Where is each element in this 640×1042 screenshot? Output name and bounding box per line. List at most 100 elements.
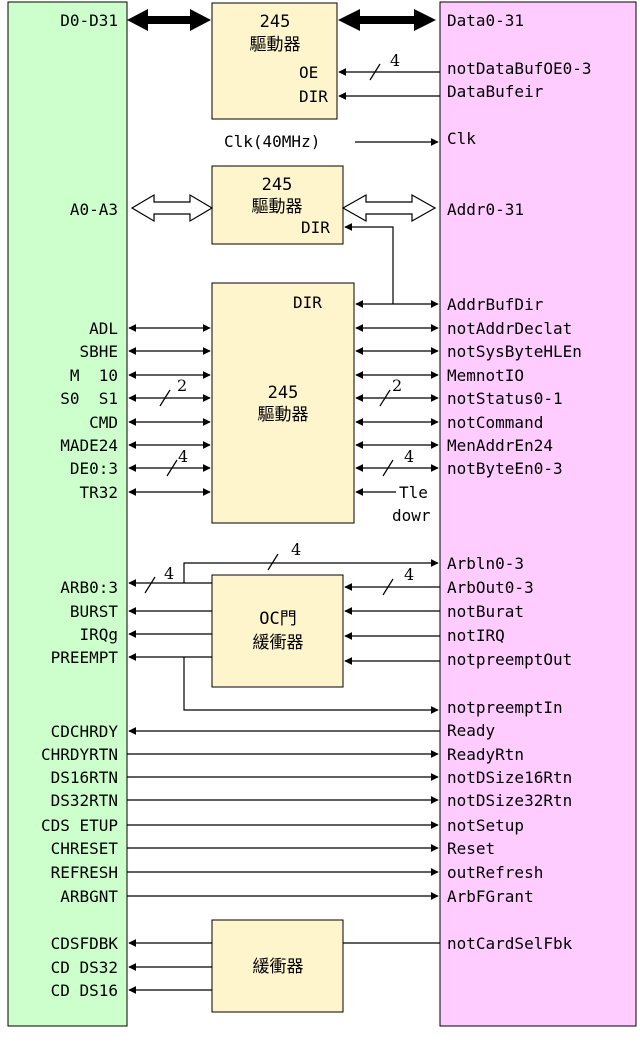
- arb-left-width-label: 4: [164, 564, 174, 583]
- right-signal-label: Data0-31: [447, 11, 524, 30]
- data-buffer-dir-label: DIR: [299, 87, 328, 106]
- data-bus-arrow-left: [127, 9, 211, 31]
- right-signal-label: MemnotIO: [447, 366, 524, 385]
- addr-buffer-block: [211, 165, 344, 245]
- data-bus-arrow-right: [338, 9, 436, 31]
- right-panel: [439, 1, 637, 1027]
- notpreemptin-line: [183, 657, 439, 714]
- data-buffer-block: [211, 2, 338, 120]
- left-signal-label: DS32RTN: [51, 791, 118, 810]
- right-signal-label: notSysByteHLEn: [447, 342, 582, 361]
- left-signal-label: CHRDYRTN: [41, 745, 118, 764]
- arb-out-width-slash: [382, 578, 394, 596]
- left-signal-label: CDSFDBK: [51, 934, 119, 953]
- right-signal-label: Tle: [399, 483, 428, 502]
- left-signal-label: REFRESH: [51, 863, 118, 882]
- arb-in-line: [183, 559, 439, 583]
- card-buffer-block: [211, 919, 344, 1013]
- left-signal-label: IRQg: [79, 625, 118, 644]
- left-signal-label: ADL: [89, 319, 118, 338]
- right-signal-label: ArbFGrant: [447, 887, 534, 906]
- addr-buffer-bottom-label: 驅動器: [252, 197, 303, 217]
- left-signal-label: CD DS32: [51, 958, 118, 977]
- left-panel: [7, 1, 128, 1027]
- card-buffer-label: 緩衝器: [253, 957, 304, 977]
- ctrl-left-links: [128, 324, 211, 496]
- right-signal-label: notpreemptIn: [447, 698, 563, 717]
- byteen-width-label: 4: [404, 447, 414, 466]
- de-width-slash: [166, 459, 178, 477]
- ctrl-right-links: [355, 300, 439, 472]
- left-signal-label: TR32: [79, 483, 118, 502]
- right-signal-label: notDSize32Rtn: [447, 791, 572, 810]
- left-signal-label: DS16RTN: [51, 768, 118, 787]
- arb-out-width-label: 4: [404, 565, 414, 584]
- left-signal-label: SBHE: [79, 342, 118, 361]
- arb-in-width-slash: [267, 553, 279, 571]
- left-signal-label: S0 S1: [60, 389, 118, 408]
- left-signal-label: D0-D31: [60, 11, 118, 30]
- right-signal-label: Ready: [447, 721, 496, 740]
- left-signal-label: DE0:3: [70, 459, 118, 478]
- right-signal-label: notByteEn0-3: [447, 459, 563, 478]
- data-buffer-top-label: 245: [260, 12, 291, 32]
- left-signal-label: MADE24: [60, 436, 118, 455]
- right-signal-label: notBurat: [447, 602, 524, 621]
- right-signal-label: notpreemptOut: [447, 650, 572, 669]
- addr-dir-feedback: [344, 223, 394, 304]
- through-links: [127, 727, 440, 900]
- left-signal-label: CMD: [89, 413, 118, 432]
- ctrl-buffer-top-label: 245: [268, 383, 299, 403]
- right-signal-label: notStatus0-1: [447, 389, 563, 408]
- ctrl-buffer-dir-label: DIR: [293, 293, 322, 312]
- left-signal-label: A0-A3: [70, 200, 118, 219]
- data-buffer-oe-label: OE: [299, 63, 318, 82]
- right-signal-label: ReadyRtn: [447, 745, 524, 764]
- oe-width-slash: [369, 63, 381, 81]
- oe-width-label: 4: [390, 51, 400, 70]
- left-signal-labels: D0-D31 A0-A3 ADL SBHE M 10 S0 S1 CMD MAD…: [41, 11, 118, 1000]
- left-signal-label: M 10: [70, 366, 118, 385]
- arb-left-width-slash: [144, 576, 156, 594]
- status-width-label: 2: [392, 376, 402, 395]
- addr-bus-arrow-left: [130, 193, 214, 223]
- right-signal-label: Reset: [447, 839, 495, 858]
- left-signal-label: CHRESET: [51, 839, 119, 858]
- right-signal-label: AddrBufDir: [447, 295, 544, 314]
- right-signal-label: dowr: [392, 506, 431, 525]
- ctrl-buffer-bottom-label: 驅動器: [258, 405, 309, 425]
- left-signal-label: CDS ETUP: [41, 816, 118, 835]
- s0s1-width-label: 2: [177, 376, 187, 395]
- right-signal-label: MenAddrEn24: [447, 436, 553, 455]
- data-buffer-bottom-label: 驅動器: [250, 35, 301, 55]
- oc-buffer-block: [211, 574, 344, 688]
- oc-buffer-top-label: OC門: [259, 609, 296, 629]
- addr-bus-arrow-right: [341, 193, 437, 223]
- left-signal-label: BURST: [70, 602, 119, 621]
- clock-label: Clk(40MHz): [224, 132, 320, 151]
- arb-in-width-label: 4: [291, 540, 301, 559]
- right-signal-label: notCommand: [447, 413, 543, 432]
- byteen-width-slash: [382, 459, 394, 477]
- ctrl-buffer-block: [211, 282, 355, 524]
- oc-buffer-bottom-label: 緩衝器: [253, 633, 304, 653]
- s0s1-width-slash: [159, 389, 171, 407]
- status-width-slash: [379, 389, 391, 407]
- right-signal-label: ArbOut0-3: [447, 578, 534, 597]
- right-signal-label: DataBufeir: [447, 82, 544, 101]
- right-signal-label: notCardSelFbk: [447, 934, 573, 953]
- right-signal-labels: Data0-31 notDataBufOE0-3 DataBufeir Clk …: [392, 11, 592, 953]
- de-width-label: 4: [178, 447, 188, 466]
- left-signal-label: ARB0:3: [60, 578, 118, 597]
- right-signal-label: notDataBufOE0-3: [447, 59, 592, 78]
- right-signal-label: notSetup: [447, 816, 524, 835]
- right-signal-label: outRefresh: [447, 863, 543, 882]
- right-signal-label: Arbln0-3: [447, 554, 524, 573]
- addr-buffer-top-label: 245: [262, 175, 293, 195]
- right-signal-label: notIRQ: [447, 626, 505, 645]
- left-signal-label: PREEMPT: [51, 648, 119, 667]
- right-signal-label: notDSize16Rtn: [447, 768, 572, 787]
- right-signal-label: Addr0-31: [447, 200, 524, 219]
- addr-buffer-dir-label: DIR: [301, 218, 330, 237]
- left-signal-label: CD DS16: [51, 981, 118, 1000]
